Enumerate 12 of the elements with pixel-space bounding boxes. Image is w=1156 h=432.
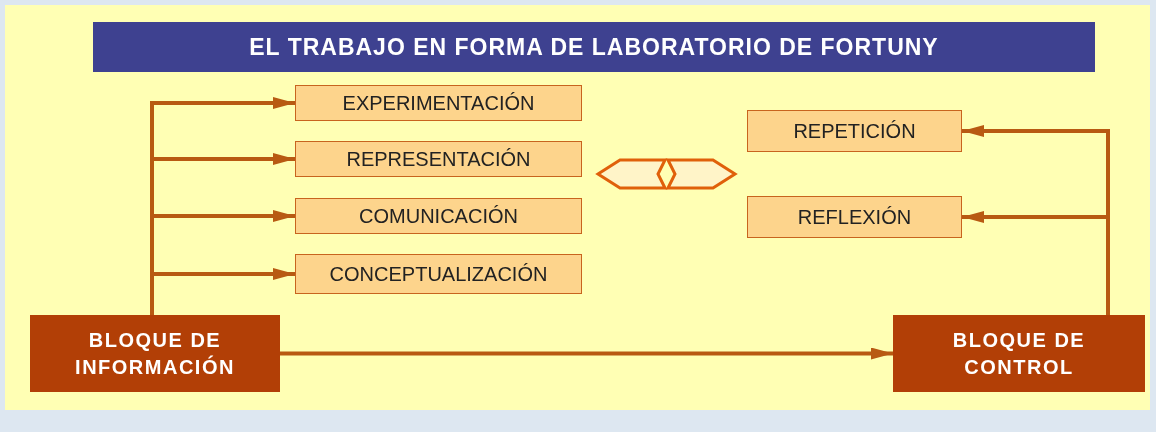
process-box: REPETICIÓN — [747, 110, 962, 152]
arrow — [150, 268, 295, 315]
process-box: REFLEXIÓN — [747, 196, 962, 238]
arrow — [280, 347, 893, 360]
title-banner: EL TRABAJO EN FORMA DE LABORATORIO DE FORTUNY — [93, 22, 1095, 72]
process-box: REPRESENTACIÓN — [295, 141, 582, 177]
process-box: EXPERIMENTACIÓN — [295, 85, 582, 121]
arrow — [962, 211, 1110, 315]
block-box: BLOQUE DE CONTROL — [893, 315, 1145, 392]
process-box: COMUNICACIÓN — [295, 198, 582, 234]
process-box: CONCEPTUALIZACIÓN — [295, 254, 582, 294]
block-box: BLOQUE DE INFORMACIÓN — [30, 315, 280, 392]
